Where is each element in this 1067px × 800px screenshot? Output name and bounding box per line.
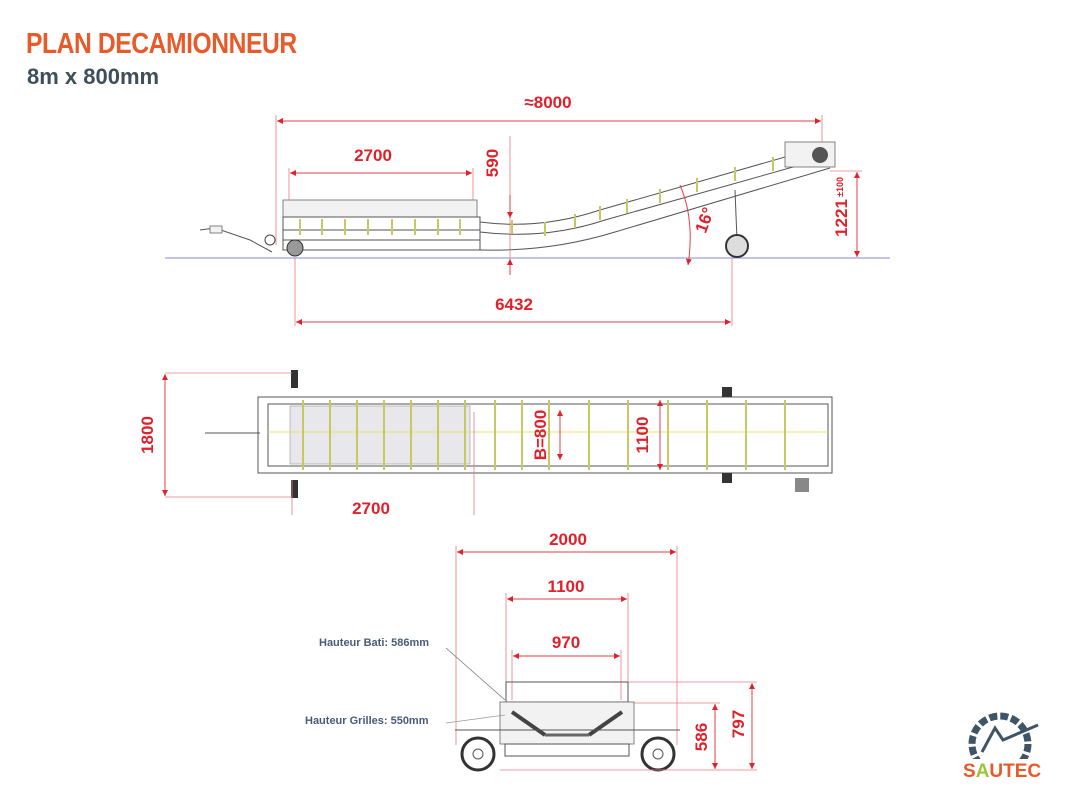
side-view: ≈8000 2700 590 6432 1221 ±100 16°	[165, 93, 890, 326]
dim-height-total: 797	[729, 710, 748, 738]
note-grid-height: Hauteur Grilles: 550mm	[305, 715, 429, 727]
motor-plan	[795, 478, 809, 492]
logo-text: SAUTEC	[963, 761, 1041, 782]
front-wheel-right	[291, 480, 298, 498]
tow-hitch	[209, 225, 223, 234]
drive-motor	[812, 147, 828, 163]
gear-icon	[968, 712, 1032, 776]
front-wheel	[286, 239, 304, 257]
rear-wheel-left	[722, 387, 732, 397]
end-wheel-left	[460, 736, 496, 772]
dim-total-length: ≈8000	[524, 93, 571, 112]
dim-height-frame: 586	[692, 723, 711, 751]
hopper-grid	[289, 405, 471, 465]
note-frame-height: Hauteur Bati: 586mm	[319, 637, 429, 649]
rear-wheel-right	[722, 473, 732, 483]
dim-hopper-length: 2700	[354, 146, 392, 165]
end-frame	[499, 701, 635, 745]
dim-hopper-length-plan: 2700	[352, 499, 390, 518]
hopper	[282, 199, 478, 218]
top-view: 1800 2700 B=800 1100	[138, 370, 833, 518]
end-view: 2000 1100 970 586 797 Hauteur Bati: 586m…	[305, 530, 757, 772]
page-title: PLAN DECAMIONNEUR	[26, 28, 297, 60]
front-wheel-left	[291, 370, 298, 388]
excavator-arm-icon	[980, 723, 1039, 753]
dim-overall-width: 2000	[549, 530, 587, 549]
dim-frame-width-end: 1100	[548, 577, 585, 596]
dim-hopper-height: 590	[483, 149, 502, 177]
end-wheel-right	[640, 736, 676, 772]
page-subtitle: 8m x 800mm	[27, 64, 160, 89]
dim-belt-width: B=800	[531, 410, 550, 461]
conveyor-frame-plan	[257, 396, 833, 474]
rear-wheel	[725, 234, 749, 258]
sautec-logo: SAUTEC	[962, 712, 1041, 782]
dim-discharge-tolerance: ±100	[835, 177, 845, 197]
dim-frame-width: 1100	[633, 417, 652, 454]
tow-bar	[199, 227, 273, 253]
flat-frame	[282, 216, 481, 251]
dim-inner-width: 970	[552, 633, 580, 652]
dim-wheelbase: 6432	[495, 295, 533, 314]
dim-discharge-height: 1221	[832, 199, 851, 237]
dim-width: 1800	[138, 416, 157, 454]
troughing-idlers	[510, 710, 624, 737]
dim-angle: 16°	[692, 205, 719, 236]
